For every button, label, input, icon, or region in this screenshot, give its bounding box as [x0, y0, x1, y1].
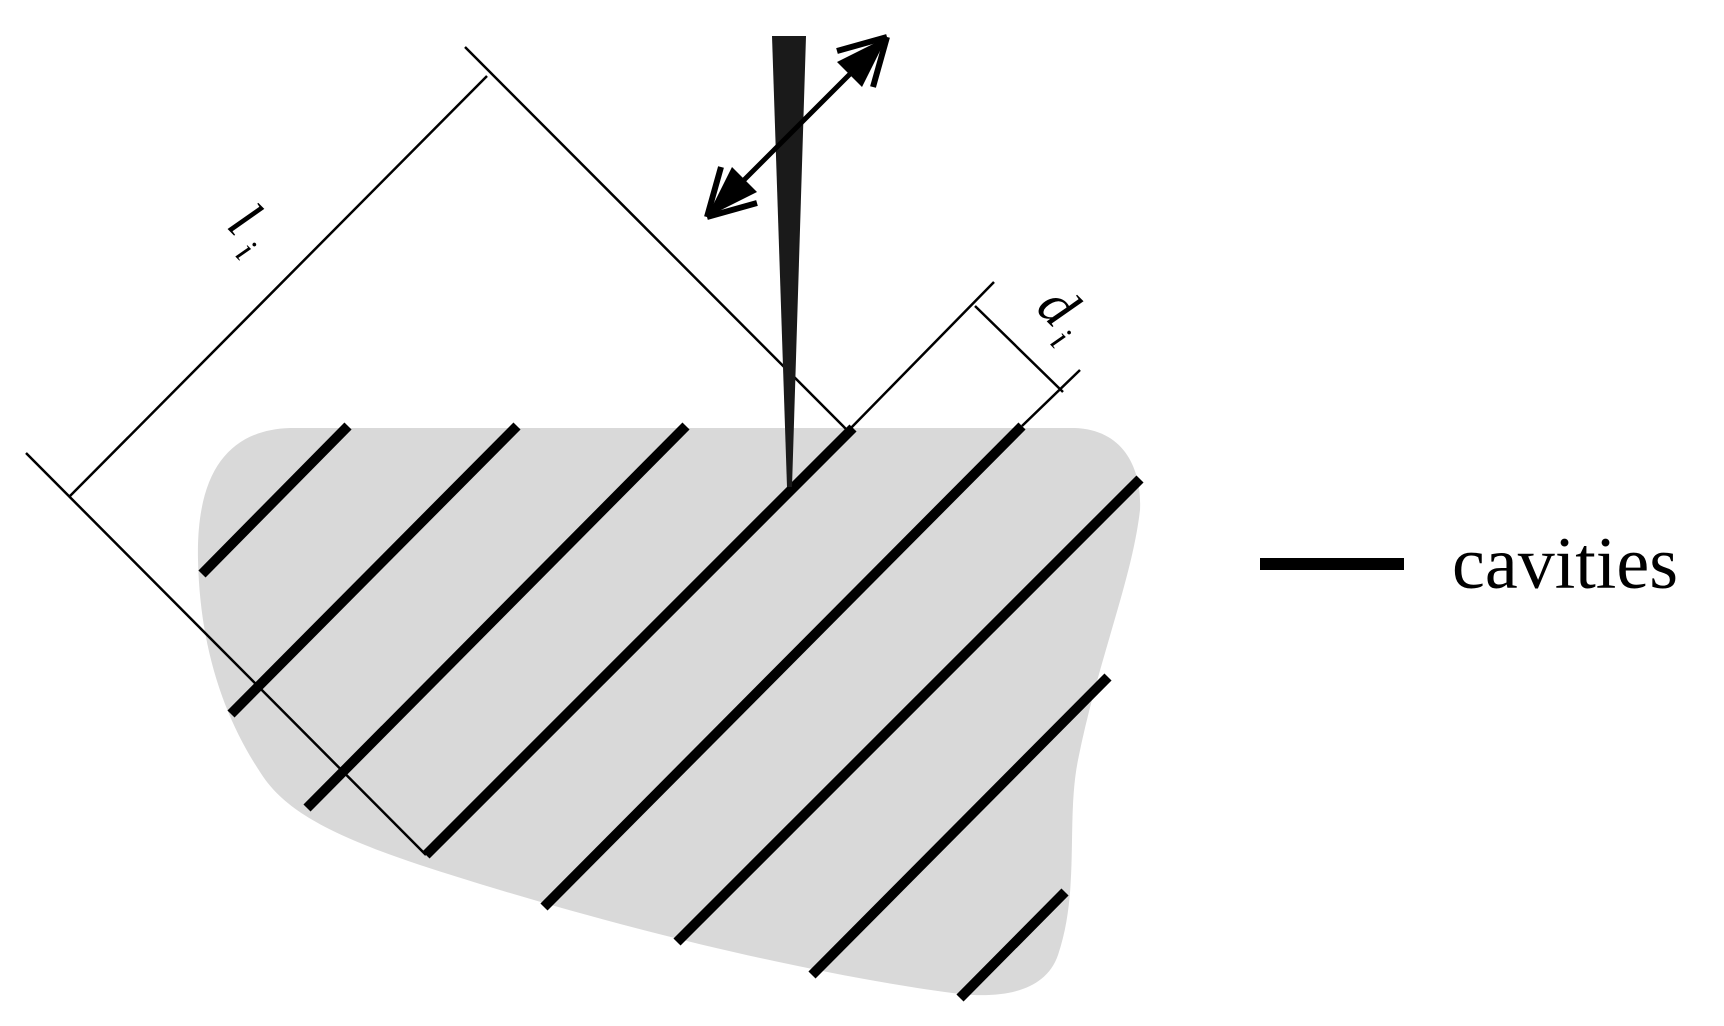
legend-label: cavities	[1452, 523, 1678, 605]
legend: cavities	[1260, 523, 1678, 605]
cavity-line	[540, 422, 1026, 911]
spacing-dimension-line	[974, 305, 1064, 393]
cavity-line	[198, 422, 352, 578]
length-label: l i	[216, 190, 273, 268]
spacing-extension-line-2	[1021, 369, 1081, 427]
probe-tip	[772, 36, 806, 487]
dimension-lines	[25, 46, 1081, 856]
cavity-line	[956, 888, 1069, 1002]
svg-text:d: d	[1025, 272, 1092, 339]
cavity-line	[303, 422, 690, 812]
cavity-line	[673, 475, 1144, 946]
cavity-line	[422, 424, 857, 859]
cavity-line	[808, 673, 1112, 979]
cavity-line	[227, 422, 521, 718]
svg-text:l: l	[216, 190, 273, 247]
double-arrow-icon	[704, 34, 890, 220]
material-region	[197, 428, 1141, 996]
length-dimension-line	[69, 75, 488, 497]
cavity-lines	[198, 422, 1144, 1002]
spacing-extension-line-1	[847, 281, 995, 432]
spacing-label: d i	[1025, 272, 1092, 355]
measurement-baseline	[25, 452, 427, 856]
